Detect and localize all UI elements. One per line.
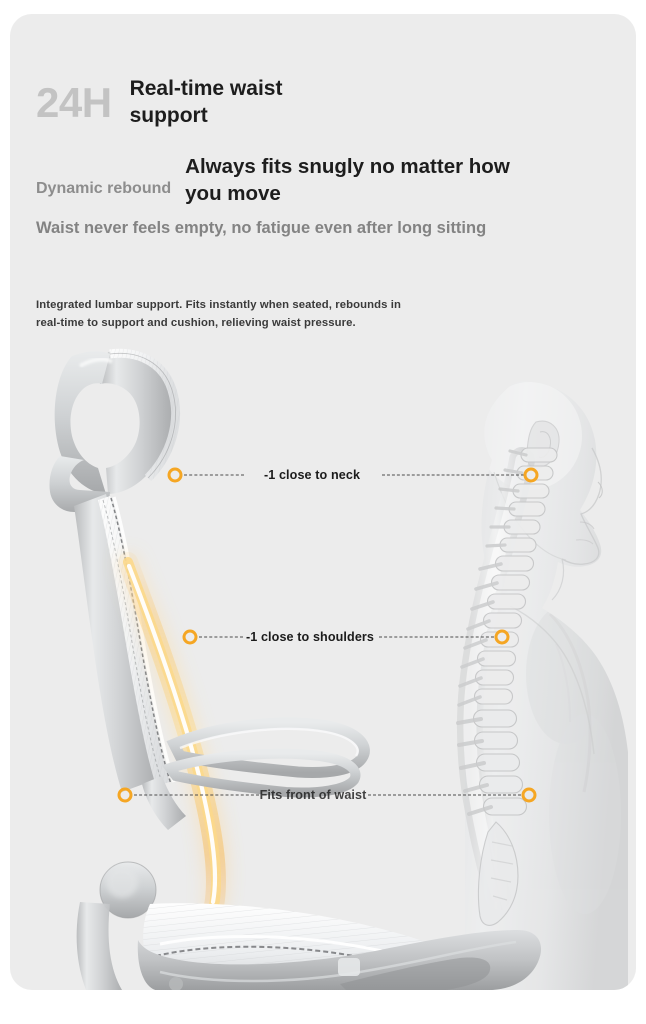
- subheadline-row: Dynamic rebound Always fits snugly no ma…: [36, 154, 550, 207]
- chair-and-body-illustration: [49, 348, 628, 990]
- chair-headrest: [54, 348, 181, 494]
- chair-armrest: [142, 717, 370, 830]
- illustration-stage: -1 close to neck -1 close to shoulders F…: [10, 344, 636, 990]
- office-chair: [49, 348, 542, 990]
- chair-backrest: [74, 494, 176, 792]
- tilt-mechanism: [99, 861, 157, 919]
- chair-base-shell: [137, 930, 542, 990]
- tagline: Waist never feels empty, no fatigue even…: [36, 219, 487, 237]
- chair-front-support: [76, 902, 122, 990]
- badge-24h: 24H: [36, 78, 112, 126]
- subheadline: Always fits snugly no matter how you mov…: [185, 155, 510, 205]
- headline-row: 24H Real-time waist support: [36, 76, 335, 130]
- description-paragraph: Integrated lumbar support. Fits instantl…: [36, 299, 402, 329]
- product-feature-card: 24H Real-time waist support Dynamic rebo…: [10, 14, 636, 990]
- kicker-label: Dynamic rebound: [36, 179, 172, 197]
- page-title: Real-time waist support: [129, 77, 283, 127]
- spine-column: [456, 447, 558, 926]
